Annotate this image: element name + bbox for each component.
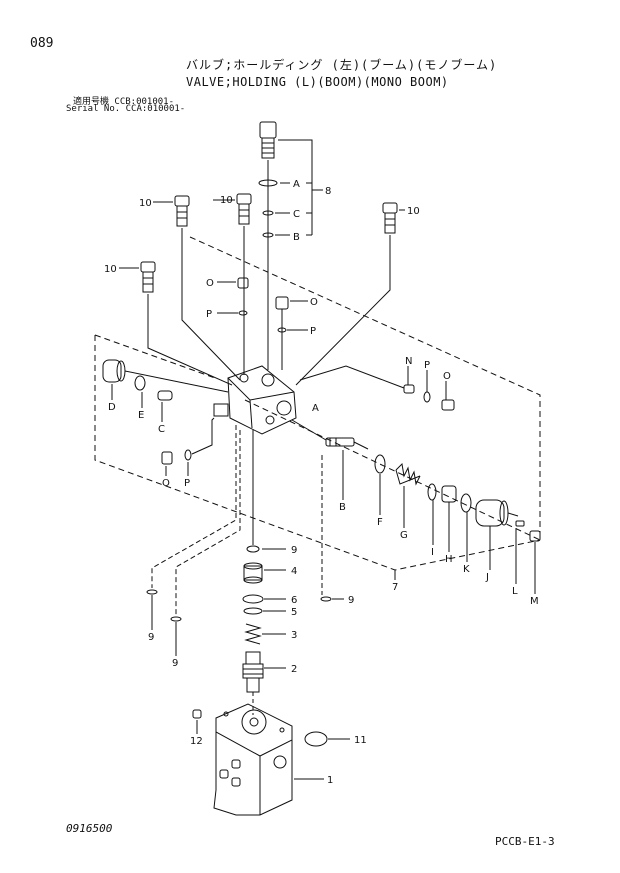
- label-9-right: 9: [348, 595, 354, 606]
- ring-9-lower-b: [170, 616, 182, 622]
- label-10-d: 10: [104, 264, 117, 275]
- valve-2: [242, 651, 264, 693]
- label-m: M: [530, 596, 539, 607]
- label-b-right: B: [339, 502, 346, 513]
- label-4: 4: [291, 566, 297, 577]
- label-p-upper-right: P: [424, 360, 430, 371]
- ring-p-left: [238, 310, 248, 316]
- label-9-lower-b: 9: [172, 658, 178, 669]
- title-japanese: バルブ;ホールディング (左)(ブーム)(モノブーム): [186, 58, 498, 72]
- label-g: G: [400, 530, 408, 541]
- label-10-b: 10: [220, 195, 233, 206]
- ring-p-upper-right: [423, 391, 431, 403]
- label-p-left: P: [206, 309, 212, 320]
- bolt-10-a: [174, 195, 190, 227]
- label-p-right: P: [310, 326, 316, 337]
- dashed-box-left: [94, 334, 216, 379]
- oring-11: [304, 731, 328, 747]
- label-11: 11: [354, 735, 367, 746]
- page-number: 089: [30, 36, 54, 51]
- screw-l: [515, 520, 525, 527]
- oring-k: [460, 493, 472, 513]
- label-n: N: [405, 356, 412, 367]
- title-english: VALVE;HOLDING (L)(BOOM)(MONO BOOM): [186, 75, 449, 89]
- label-3: 3: [291, 630, 297, 641]
- oring-6: [242, 594, 264, 604]
- valve-block: [213, 365, 297, 435]
- label-f: F: [377, 517, 383, 528]
- label-l: L: [512, 586, 518, 597]
- label-k: K: [463, 564, 470, 575]
- ring-5: [243, 607, 263, 615]
- label-10-a: 10: [139, 198, 152, 209]
- drawing-code: 0916500: [66, 822, 113, 835]
- plug-12: [192, 709, 202, 719]
- label-p-lower: P: [184, 478, 190, 489]
- pin-n: [403, 384, 415, 394]
- plug-c-left: [157, 390, 173, 401]
- cap-d: [102, 359, 126, 383]
- label-o-right: O: [310, 297, 318, 308]
- label-h: H: [445, 554, 453, 565]
- plug-o-lower: [161, 451, 173, 465]
- serial-japanese: 適用号機 CCB:001001-: [73, 97, 175, 107]
- label-e: E: [138, 410, 144, 421]
- dashed-box-lower: [94, 335, 541, 571]
- label-c-top: C: [293, 209, 300, 220]
- label-8: 8: [325, 186, 331, 197]
- label-o-lower: O: [162, 478, 170, 489]
- plug-o-right: [275, 296, 289, 310]
- bracket-8: [278, 139, 313, 235]
- fitting-8: [259, 121, 277, 159]
- label-6: 6: [291, 595, 297, 606]
- serial-english: Serial No. CCA:010001-: [66, 104, 186, 114]
- label-o-upper-right: O: [443, 371, 451, 382]
- label-1: 1: [327, 775, 333, 786]
- label-i: I: [431, 547, 434, 558]
- page-reference: PCCB-E1-3: [495, 835, 555, 848]
- ring-p-lower: [184, 449, 192, 461]
- dashed-box-upper: [189, 236, 541, 541]
- poppet-b: [325, 437, 369, 450]
- label-10-c: 10: [407, 206, 420, 217]
- label-b-top: B: [293, 232, 300, 243]
- label-12: 12: [190, 736, 203, 747]
- spring-g: [395, 462, 421, 486]
- label-a-top: A: [293, 179, 300, 190]
- label-7: 7: [392, 582, 398, 593]
- spring-3: [244, 623, 262, 645]
- plug-o-upper-right: [441, 399, 455, 411]
- bolt-10-c: [382, 202, 398, 234]
- label-9-lower-a: 9: [148, 632, 154, 643]
- plug-o-left: [237, 277, 249, 289]
- bolt-10-b: [236, 193, 252, 225]
- bolt-10-d: [140, 261, 156, 293]
- oring-i: [427, 483, 437, 501]
- ring-9-upper: [246, 545, 260, 553]
- nut-m: [529, 530, 541, 542]
- label-j: J: [485, 572, 489, 583]
- label-d: D: [108, 402, 116, 413]
- ring-9-lower-a: [146, 589, 158, 595]
- washer-f: [374, 454, 386, 474]
- label-o-left: O: [206, 278, 214, 289]
- label-2: 2: [291, 664, 297, 675]
- valve-body-1: [213, 703, 293, 816]
- label-5: 5: [291, 607, 297, 618]
- ring-9-lower-c: [320, 596, 332, 602]
- label-a-block: A: [312, 403, 319, 414]
- label-c-left: C: [158, 424, 165, 435]
- oring-e: [134, 375, 146, 391]
- poppet-4: [243, 562, 263, 584]
- label-9-upper: 9: [291, 545, 297, 556]
